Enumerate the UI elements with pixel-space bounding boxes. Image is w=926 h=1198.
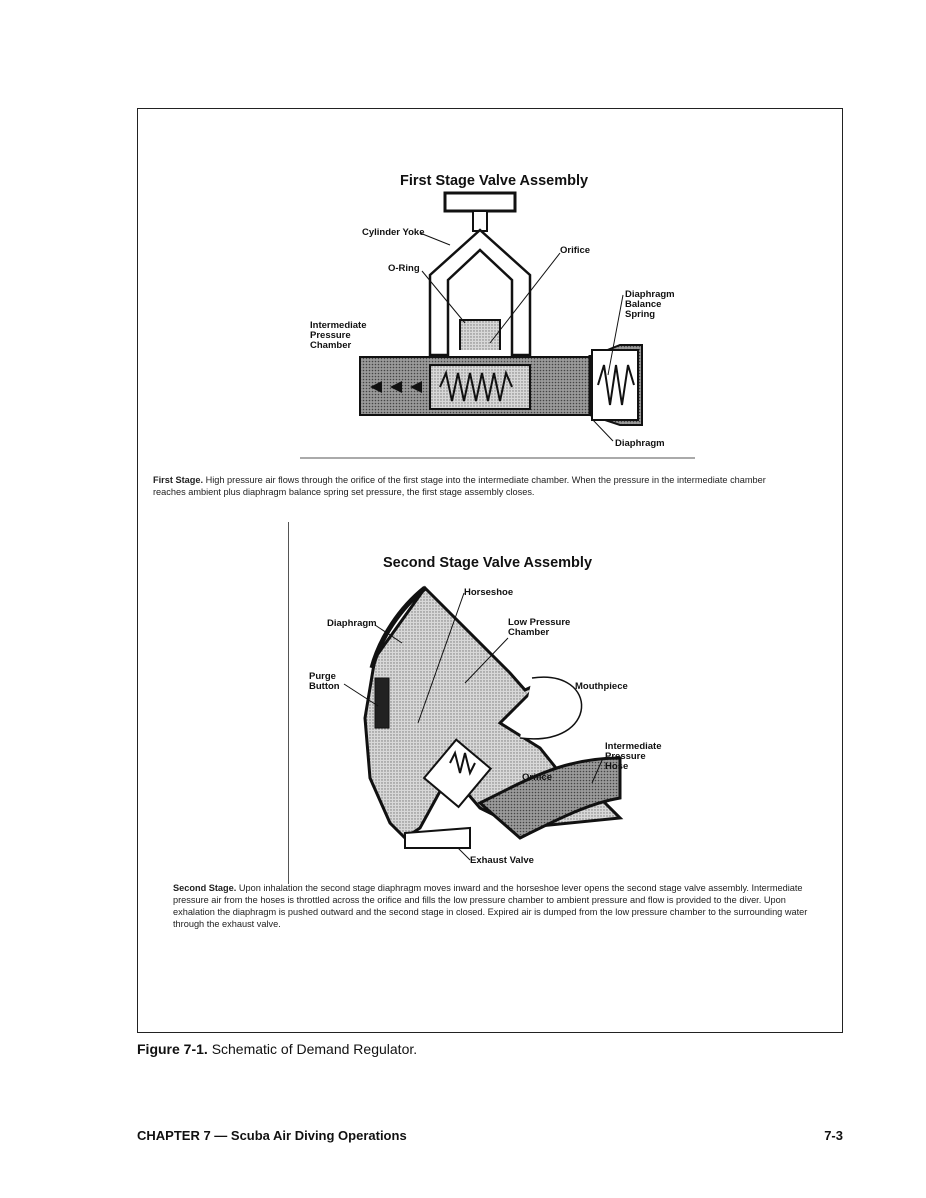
figure-frame	[137, 108, 843, 1033]
label-intermediate-1: Intermediate	[310, 320, 367, 331]
label-exhaust-valve: Exhaust Valve	[470, 855, 534, 866]
label-diaphragm-balance-spring-3: Spring	[625, 309, 655, 320]
valve-spring	[449, 750, 476, 776]
label-cylinder-yoke: Cylinder Yoke	[362, 227, 424, 238]
yoke-knob	[443, 191, 517, 213]
footer-chapter: CHAPTER 7 — Scuba Air Diving Operations	[137, 1128, 407, 1143]
first-stage-caption-lead: First Stage.	[153, 475, 204, 485]
label-diaphragm-balance-spring-1: Diaphragm	[625, 289, 675, 300]
label-diaphragm-second: Diaphragm	[327, 618, 377, 629]
label-intermediate-3: Chamber	[310, 340, 351, 351]
second-stage-caption-text: Upon inhalation the second stage diaphra…	[173, 883, 808, 929]
second-stage-title: Second Stage Valve Assembly	[383, 555, 592, 571]
label-o-ring: O-Ring	[388, 263, 420, 274]
label-hose-2: Pressure	[605, 751, 646, 762]
first-stage-caption-text: High pressure air flows through the orif…	[153, 475, 766, 497]
label-mouthpiece: Mouthpiece	[575, 681, 628, 692]
label-hose-1: Intermediate	[605, 741, 662, 752]
label-intermediate-2: Pressure	[310, 330, 351, 341]
figure-number: Figure 7-1.	[137, 1041, 208, 1057]
valve-neck	[459, 319, 501, 350]
piston-spring	[439, 369, 513, 402]
airflow-arrows	[370, 381, 422, 393]
footer-page-number: 7-3	[824, 1128, 843, 1143]
label-purge-1: Purge	[309, 671, 336, 682]
label-orifice: Orifice	[560, 245, 590, 256]
figure-title: Schematic of Demand Regulator.	[211, 1041, 418, 1057]
exhaust-valve	[404, 826, 471, 849]
label-low-pressure-2: Chamber	[508, 627, 549, 638]
label-diaphragm: Diaphragm	[615, 438, 665, 449]
purge-button	[374, 677, 390, 729]
label-low-pressure-1: Low Pressure	[508, 617, 570, 628]
label-hose-3: Hose	[605, 761, 628, 772]
first-stage-title: First Stage Valve Assembly	[400, 173, 588, 189]
label-orifice-second: Orifice	[522, 772, 552, 783]
label-horseshoe: Horseshoe	[464, 587, 513, 598]
label-diaphragm-balance-spring-2: Balance	[625, 299, 661, 310]
cylinder-yoke	[428, 228, 532, 357]
yoke-screw	[472, 210, 488, 232]
first-stage-caption: First Stage. High pressure air flows thr…	[153, 474, 773, 498]
first-stage-diagram: First Stage Valve Assembly Cylinder Yoke…	[300, 173, 695, 459]
diaphragm	[369, 586, 427, 669]
label-purge-2: Button	[309, 681, 340, 692]
intermediate-pressure-hose	[477, 756, 622, 840]
second-stage-diagram: Second Stage Valve Assembly Horseshoe Di…	[309, 555, 662, 866]
mouthpiece	[519, 676, 583, 740]
second-stage-caption: Second Stage. Upon inhalation the second…	[173, 882, 828, 930]
second-stage-valve	[422, 738, 493, 809]
spring-housing	[591, 349, 639, 421]
diaphragm-balance-spring	[597, 364, 635, 406]
vertical-rule	[288, 522, 289, 884]
figure-caption: Figure 7-1. Schematic of Demand Regulato…	[137, 1041, 417, 1057]
second-stage-caption-lead: Second Stage.	[173, 883, 237, 893]
